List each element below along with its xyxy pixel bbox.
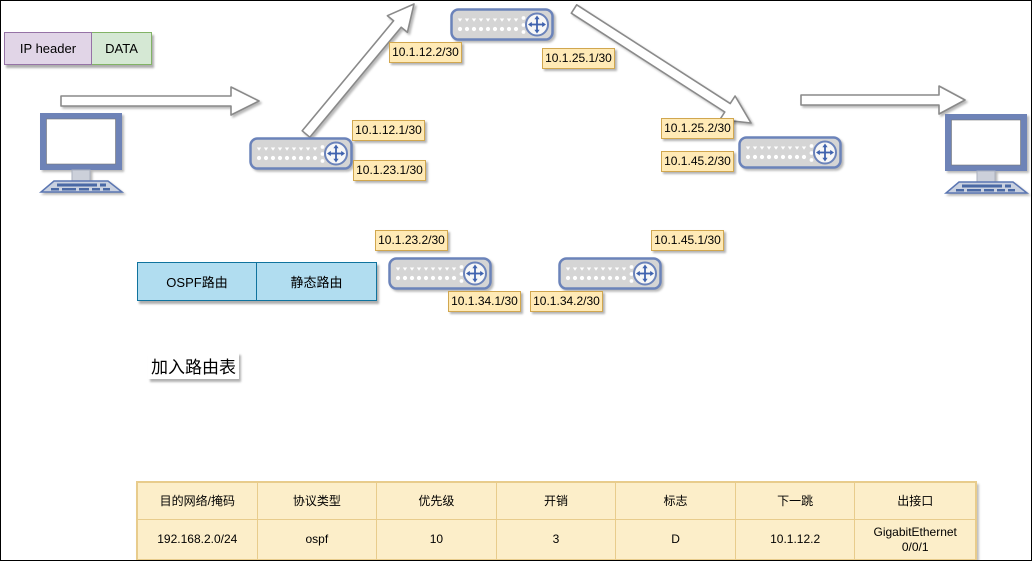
routing-table-row: 192.168.2.0/24 ospf 10 3 D 10.1.12.2 Gig… (138, 520, 975, 559)
cell-dest-network: 192.168.2.0/24 (138, 520, 258, 559)
packet-structure: IP header DATA (4, 32, 152, 65)
ip-label: 10.1.23.2/30 (375, 230, 448, 251)
flow-arrow-left-icon (60, 86, 260, 116)
ip-header-box: IP header (4, 32, 92, 65)
routing-table-header-row: 目的网络/掩码 协议类型 优先级 开销 标志 下一跳 出接口 (138, 483, 975, 520)
col-header: 下一跳 (735, 483, 856, 520)
router-bottom-right-icon (558, 257, 662, 290)
cell-next-hop: 10.1.12.2 (736, 520, 856, 559)
col-header: 优先级 (377, 483, 497, 520)
col-header: 协议类型 (257, 483, 378, 520)
note-join-routing-table: 加入路由表 (148, 352, 239, 379)
cell-flag: D (616, 520, 736, 559)
flow-arrow-down-right-icon (570, 3, 752, 124)
pc-left-icon (39, 112, 123, 193)
ip-label: 10.1.12.2/30 (389, 42, 462, 63)
ip-label: 10.1.25.1/30 (542, 48, 615, 69)
route-legend: OSPF路由 静态路由 (137, 262, 377, 301)
col-header: 目的网络/掩码 (138, 483, 258, 520)
cell-priority: 10 (377, 520, 497, 559)
flow-arrow-right-icon (800, 85, 966, 115)
router-bottom-left-icon (388, 257, 492, 290)
cell-cost: 3 (497, 520, 617, 559)
ip-label: 10.1.25.2/30 (661, 118, 734, 139)
pc-right-icon (944, 113, 1028, 194)
ip-label: 10.1.34.2/30 (530, 291, 603, 312)
legend-ospf-route: OSPF路由 (137, 262, 257, 301)
col-header: 标志 (616, 483, 736, 520)
ip-label: 10.1.34.1/30 (448, 291, 521, 312)
flow-arrow-up-right-icon (301, 3, 415, 138)
data-box: DATA (92, 32, 152, 65)
col-header: 出接口 (855, 483, 975, 520)
ip-label: 10.1.23.1/30 (353, 160, 426, 181)
router-right-icon (738, 136, 842, 169)
ip-label: 10.1.45.2/30 (661, 151, 734, 172)
router-top-icon (450, 8, 554, 41)
ip-label: 10.1.45.1/30 (651, 230, 724, 251)
ip-label: 10.1.12.1/30 (352, 120, 425, 141)
router-left-icon (249, 137, 353, 170)
routing-table: 目的网络/掩码 协议类型 优先级 开销 标志 下一跳 出接口 192.168.2… (136, 481, 977, 560)
col-header: 开销 (496, 483, 617, 520)
legend-static-route: 静态路由 (257, 262, 377, 301)
cell-out-interface: GigabitEthernet 0/0/1 (873, 524, 957, 554)
cell-protocol: ospf (258, 520, 378, 559)
